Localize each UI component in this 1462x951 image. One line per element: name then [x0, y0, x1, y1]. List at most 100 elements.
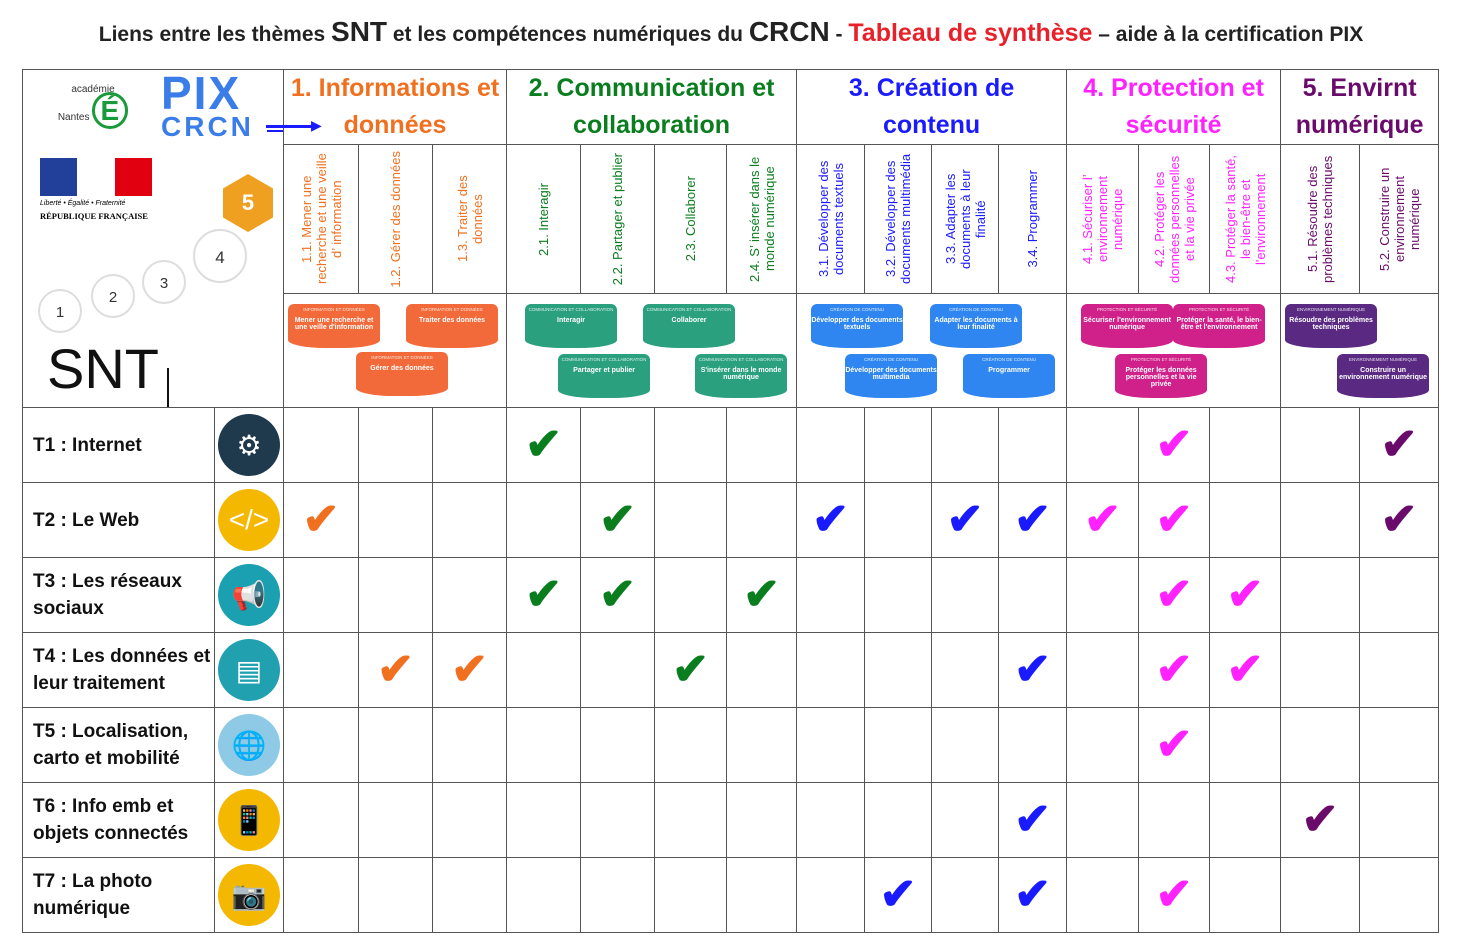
cell	[1066, 632, 1140, 708]
cell: ✔	[283, 482, 359, 558]
cell: ✔	[1359, 407, 1440, 483]
check-icon: ✔	[1155, 495, 1193, 544]
title-snt: SNT	[331, 16, 388, 47]
card-label: Traiter des données	[418, 317, 486, 324]
cell	[1359, 782, 1440, 858]
check-icon: ✔	[1155, 420, 1193, 469]
title-text: – aide à la certification PIX	[1092, 23, 1364, 46]
theme-label: T1 : Internet	[22, 407, 215, 483]
cell	[1066, 407, 1140, 483]
theme-icon-cell: 📱	[214, 782, 284, 858]
cell	[580, 707, 656, 783]
level-3-badge: 3	[142, 260, 186, 304]
check-icon: ✔	[672, 645, 709, 694]
document-icon: ▤	[218, 639, 280, 701]
cell	[1359, 632, 1440, 708]
competence-label: 1.3. Traiter des données	[454, 175, 485, 263]
check-icon: ✔	[1084, 495, 1122, 544]
cell	[654, 707, 728, 783]
cell	[1280, 707, 1361, 783]
cell: ✔	[1209, 632, 1282, 708]
competence-label: 1.2. Gérer des données	[388, 150, 403, 288]
card-label: Protéger la santé, le bien-être et l'env…	[1176, 317, 1262, 331]
cell	[506, 707, 582, 783]
competence-header: 4.1. Sécuriser l’ environnement numériqu…	[1066, 144, 1140, 294]
competence-header: 3.1. Développer des documents textuels	[796, 144, 866, 294]
competence-label: 2.4. S’ insérer dans le monde numérique	[746, 156, 777, 282]
card-label: Développer des documents textuels	[811, 317, 903, 331]
group-header: 3. Création de contenu	[796, 69, 1068, 145]
cell: ✔	[506, 557, 582, 633]
theme-label: T3 : Les réseaux sociaux	[22, 557, 215, 633]
theme-label: T6 : Info emb et objets connectés	[22, 782, 215, 858]
check-icon: ✔	[1014, 870, 1051, 919]
cell	[580, 782, 656, 858]
cell	[1209, 857, 1282, 933]
check-icon: ✔	[1155, 645, 1193, 694]
competence-label: 5.1. Résoudre des problèmes techniques	[1305, 155, 1336, 283]
right-arrow-icon	[266, 125, 316, 128]
cell	[654, 857, 728, 933]
cell	[431, 707, 508, 783]
cell	[1280, 857, 1361, 933]
title-text: Liens entre les thèmes	[98, 23, 332, 46]
cell	[283, 557, 359, 633]
republique-francaise-logo: Liberté • Égalité • Fraternité RÉPUBLIQU…	[40, 158, 152, 221]
cell	[1359, 707, 1440, 783]
level-5-badge: 5	[223, 174, 273, 232]
cell	[931, 782, 1000, 858]
cell	[796, 707, 866, 783]
table-row: T5 : Localisation, carto et mobilité🌐✔	[22, 707, 1440, 783]
table-row: T2 : Le Web</>✔✔✔✔✔✔✔✔	[22, 482, 1440, 558]
cell: ✔	[1138, 482, 1211, 558]
card-label: Adapter les documents à leur finalité	[934, 317, 1018, 331]
card-category: CRÉATION DE CONTENU	[982, 357, 1036, 362]
cell	[931, 857, 1000, 933]
card-label: S'insérer dans le monde numérique	[700, 367, 782, 381]
table-row: T4 : Les données et leur traitement▤✔✔✔✔…	[22, 632, 1440, 708]
cell: ✔	[580, 482, 656, 558]
card-label: Mener une recherche et une veille d'info…	[294, 317, 374, 331]
competence-header: 3.3. Adapter les documents à leur finali…	[931, 144, 1000, 294]
cell	[580, 632, 656, 708]
cell: ✔	[1280, 782, 1361, 858]
card-category: ENVIRONNEMENT NUMÉRIQUE	[1297, 307, 1366, 312]
cell	[506, 632, 582, 708]
snt-label: SNT	[47, 337, 159, 400]
cell	[283, 407, 359, 483]
check-icon: ✔	[879, 870, 917, 919]
competence-label: 2.3. Collaborer	[683, 176, 699, 262]
cell: ✔	[931, 482, 1000, 558]
card-category: ENVIRONNEMENT NUMÉRIQUE	[1349, 357, 1418, 362]
cell: ✔	[506, 407, 582, 483]
cell	[283, 632, 359, 708]
cell: ✔	[1359, 482, 1440, 558]
cell	[654, 782, 728, 858]
check-icon: ✔	[1301, 795, 1339, 844]
cell	[431, 557, 508, 633]
cell	[726, 857, 798, 933]
theme-icon-cell: ▤	[214, 632, 284, 708]
competence-header: 4.2. Protéger les données personnelles e…	[1138, 144, 1211, 294]
competence-label: 4.1. Sécuriser l’ environnement numériqu…	[1080, 174, 1126, 264]
cell	[358, 482, 433, 558]
card-category: INFORMATION ET DONNÉES	[303, 307, 365, 312]
cell	[1209, 782, 1282, 858]
theme-icon-cell: 📢	[214, 557, 284, 633]
cell	[796, 782, 866, 858]
cell	[1280, 632, 1361, 708]
cell	[998, 707, 1068, 783]
cell	[1209, 482, 1282, 558]
level-4-badge: 4	[193, 229, 247, 283]
cell	[864, 632, 933, 708]
cell: ✔	[1138, 407, 1211, 483]
